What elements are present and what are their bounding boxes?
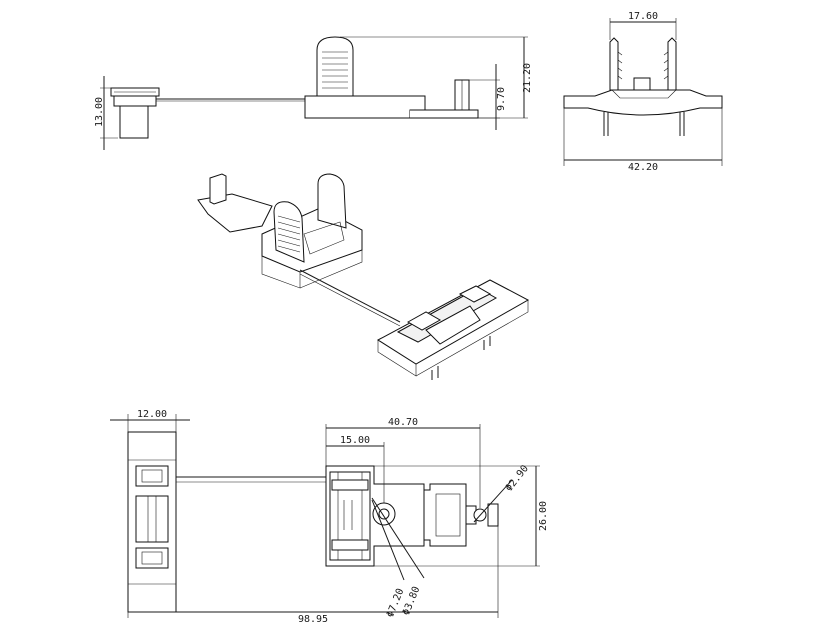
iso-strap bbox=[299, 269, 401, 323]
main-housing bbox=[304, 95, 426, 119]
isometric-view bbox=[197, 173, 530, 380]
dim-end-total-width: 42.20 bbox=[628, 162, 658, 173]
top-hole-mid bbox=[378, 508, 390, 520]
end-view-prong-left bbox=[609, 37, 619, 91]
dim-side-post-height: 9.70 bbox=[496, 87, 507, 111]
dim-top-height: 26.00 bbox=[538, 501, 549, 531]
left-clip-stem bbox=[119, 105, 149, 139]
base-plate bbox=[410, 109, 479, 119]
top-left-slot-lower bbox=[135, 547, 169, 569]
iso-base-plate bbox=[197, 193, 273, 233]
left-clip-body bbox=[113, 95, 157, 107]
iso-post bbox=[209, 173, 227, 205]
end-view-prong-right bbox=[667, 37, 677, 91]
end-view-nub bbox=[633, 77, 651, 91]
dim-top-right-width: 40.70 bbox=[388, 417, 418, 428]
top-connector bbox=[423, 483, 467, 547]
latch-tower bbox=[316, 36, 354, 97]
dim-top-left-width: 12.00 bbox=[137, 409, 167, 420]
end-view: 17.60 42.20 bbox=[563, 11, 723, 173]
iso-tower-rear bbox=[317, 173, 347, 229]
dim-end-top-width: 17.60 bbox=[628, 11, 658, 22]
dim-side-left-height: 13.00 bbox=[94, 97, 105, 127]
top-view: 12.00 40.70 15.00 26.00 Φ2.90 Φ3.80 Φ7.2… bbox=[110, 409, 549, 625]
top-left-center bbox=[135, 495, 169, 543]
dim-top-hole-small: Φ2.90 bbox=[504, 463, 531, 493]
dim-top-total-length: 98.95 bbox=[298, 614, 328, 625]
end-view-body bbox=[563, 89, 723, 116]
side-view: 13.00 9.70 21.20 bbox=[94, 36, 533, 150]
top-left-slot-upper bbox=[135, 465, 169, 487]
dim-side-total-height: 21.20 bbox=[522, 63, 533, 93]
dim-top-offset: 15.00 bbox=[340, 435, 370, 446]
